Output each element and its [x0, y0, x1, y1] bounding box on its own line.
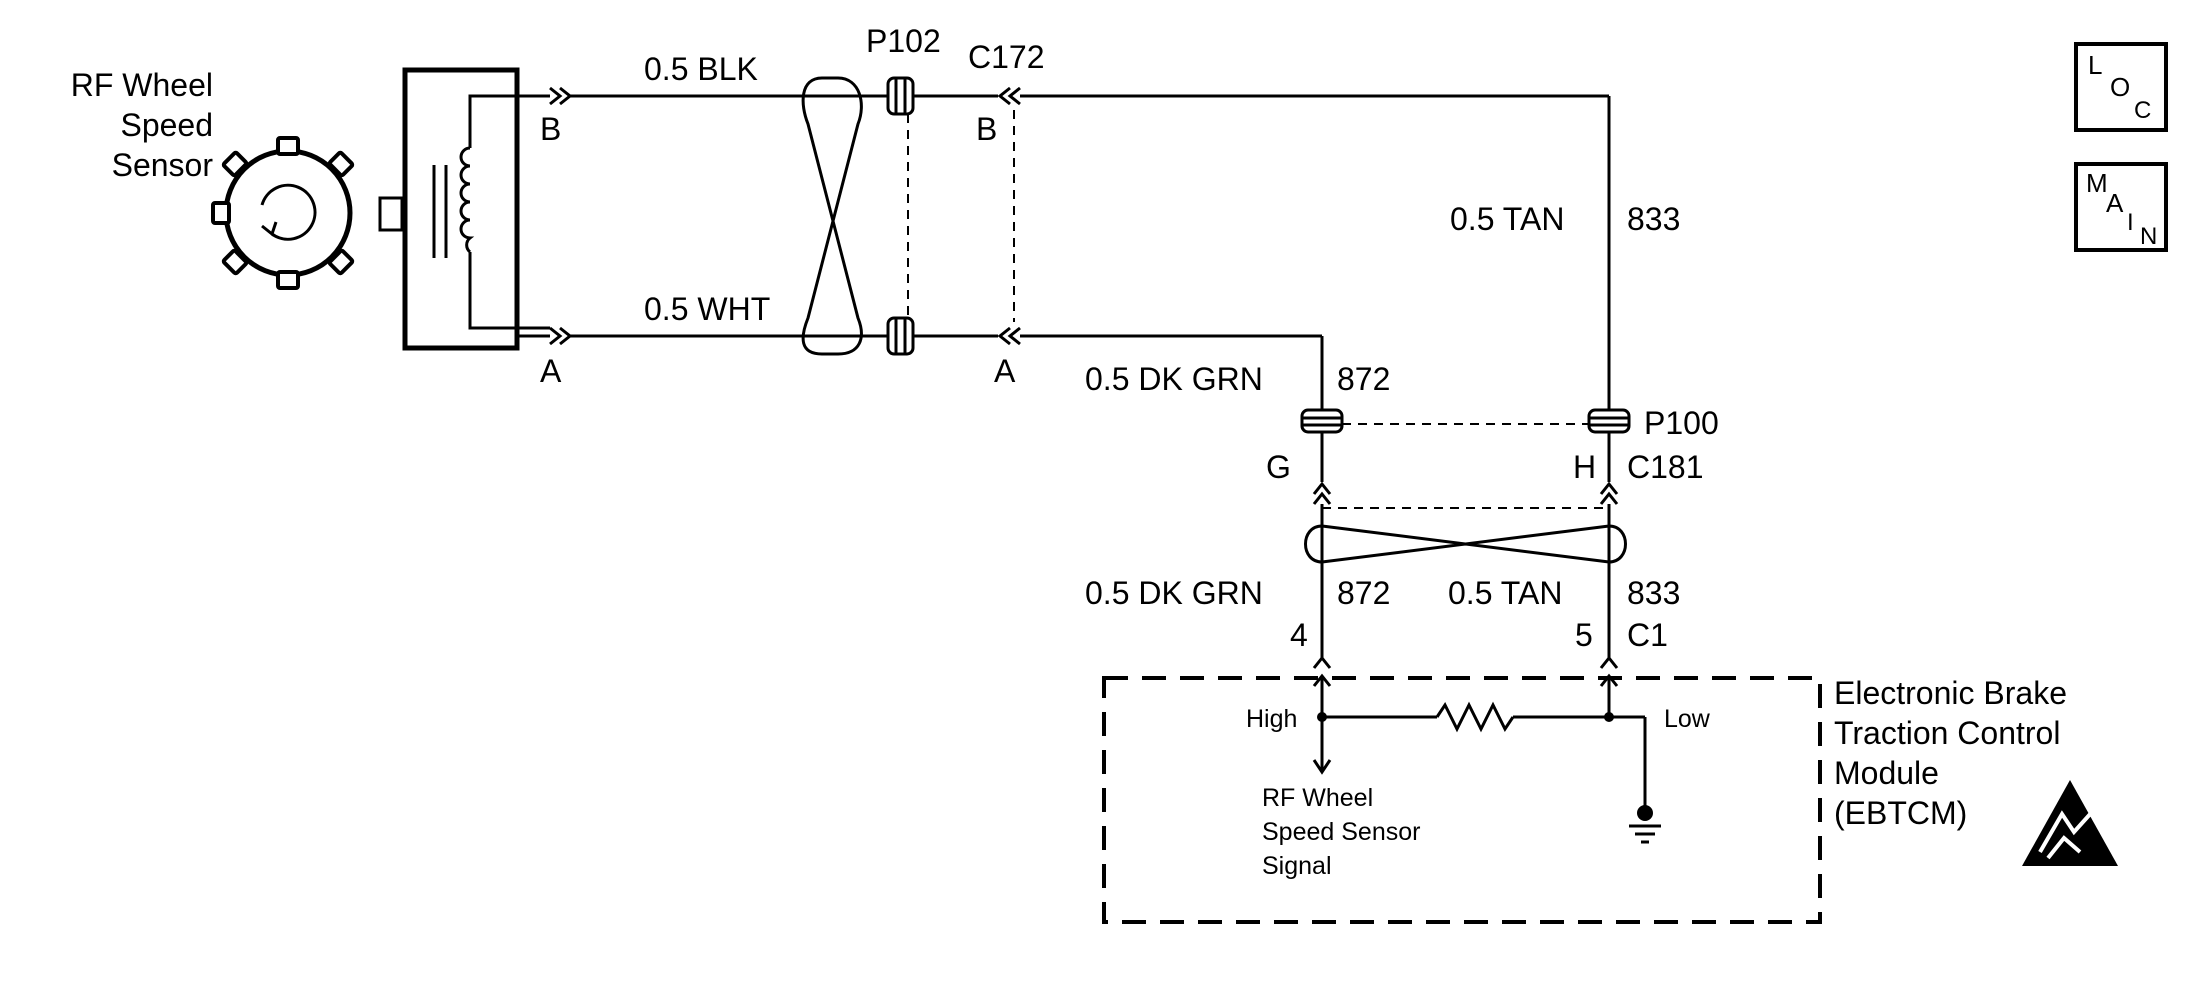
connector-c1-label: C1	[1627, 617, 1668, 653]
wire-dkgrn-872-upper: 0.5 DK GRN 872	[1085, 336, 1390, 410]
twisted-pair-horizontal-icon	[1304, 524, 1627, 564]
sensor-pin-b: B	[540, 111, 561, 147]
connector-p100-label: P100	[1644, 405, 1719, 441]
main-button-letter-a: A	[2106, 188, 2124, 218]
wire-lower-labels: 0.5 DK GRN 872 0.5 TAN 833 4 5 C1	[1085, 575, 1680, 687]
rf-wheel-speed-sensor: RF Wheel Speed Sensor	[71, 67, 550, 351]
sensor-housing	[402, 67, 520, 351]
wire-circuit-833-lower: 833	[1627, 575, 1680, 611]
signal-label-line-1: RF Wheel	[1262, 784, 1373, 812]
coil-icon	[459, 146, 475, 254]
connector-c172-pin-b: B	[976, 111, 997, 147]
wire-wht: 0.5 WHT A	[517, 291, 1322, 389]
module-label-line-2: Traction Control	[1834, 715, 2060, 751]
signal-label-line-2: Speed Sensor	[1262, 818, 1420, 846]
sensor-label-line-2: Speed	[120, 107, 213, 143]
wire-blk: 0.5 BLK B	[517, 51, 1609, 147]
wire-label-blk: 0.5 BLK	[644, 51, 758, 87]
sensor-label-line-1: RF Wheel	[71, 67, 213, 103]
connector-c181-label: C181	[1627, 449, 1704, 485]
module-boundary	[1102, 676, 1822, 924]
connector-p102-c172: P102 C172 B A	[866, 23, 1045, 389]
wire-label-tan-upper: 0.5 TAN	[1450, 201, 1564, 237]
connector-c1-pin-5: 5	[1575, 617, 1593, 653]
wire-label-dkgrn-upper: 0.5 DK GRN	[1085, 361, 1263, 397]
wire-circuit-872-upper: 872	[1337, 361, 1390, 397]
sensor-tab	[378, 196, 404, 232]
connector-p100-c181: P100 G H C181	[1266, 405, 1719, 658]
connector-c1-pin-4: 4	[1290, 617, 1308, 653]
reluctor-wheel-icon	[211, 136, 355, 290]
main-button-letter-i: I	[2127, 209, 2134, 236]
loc-button-letter-c: C	[2134, 97, 2151, 124]
resistor-icon	[1435, 701, 1515, 733]
signal-label-line-3: Signal	[1262, 852, 1332, 880]
main-button-letter-n: N	[2140, 223, 2157, 250]
loc-button-letter-o: O	[2110, 72, 2130, 102]
sensor-pin-a: A	[540, 353, 562, 389]
wire-circuit-872-lower: 872	[1337, 575, 1390, 611]
ground-icon	[1629, 805, 1661, 844]
module-label-line-1: Electronic Brake	[1834, 675, 2067, 711]
connector-c181-pin-h: H	[1573, 449, 1596, 485]
esd-warning-icon	[2022, 780, 2118, 866]
module-low-label: Low	[1664, 705, 1711, 733]
loc-button[interactable]: L O C	[2074, 42, 2168, 132]
module-high-label: High	[1246, 705, 1297, 733]
ebtcm-module: High Low RF Wheel Speed Sensor Signal El…	[1102, 675, 2118, 924]
main-button-letter-m: M	[2086, 168, 2108, 198]
connector-c172-pin-a: A	[994, 353, 1016, 389]
wire-tan-833-upper: 0.5 TAN 833	[1450, 96, 1680, 410]
sensor-label-line-3: Sensor	[112, 147, 214, 183]
module-label-line-3: Module	[1834, 755, 1939, 791]
main-button[interactable]: M A I N	[2074, 162, 2168, 252]
connector-c172-label: C172	[968, 39, 1045, 75]
connector-c181-pin-g: G	[1266, 449, 1291, 485]
loc-button-letter-l: L	[2088, 50, 2102, 80]
wire-label-wht: 0.5 WHT	[644, 291, 770, 327]
wire-label-tan-lower: 0.5 TAN	[1448, 575, 1562, 611]
wire-label-dkgrn-lower: 0.5 DK GRN	[1085, 575, 1263, 611]
wire-circuit-833-upper: 833	[1627, 201, 1680, 237]
module-label-line-4: (EBTCM)	[1834, 795, 1967, 831]
twisted-pair-icon	[801, 76, 863, 356]
connector-p102-label: P102	[866, 23, 941, 59]
